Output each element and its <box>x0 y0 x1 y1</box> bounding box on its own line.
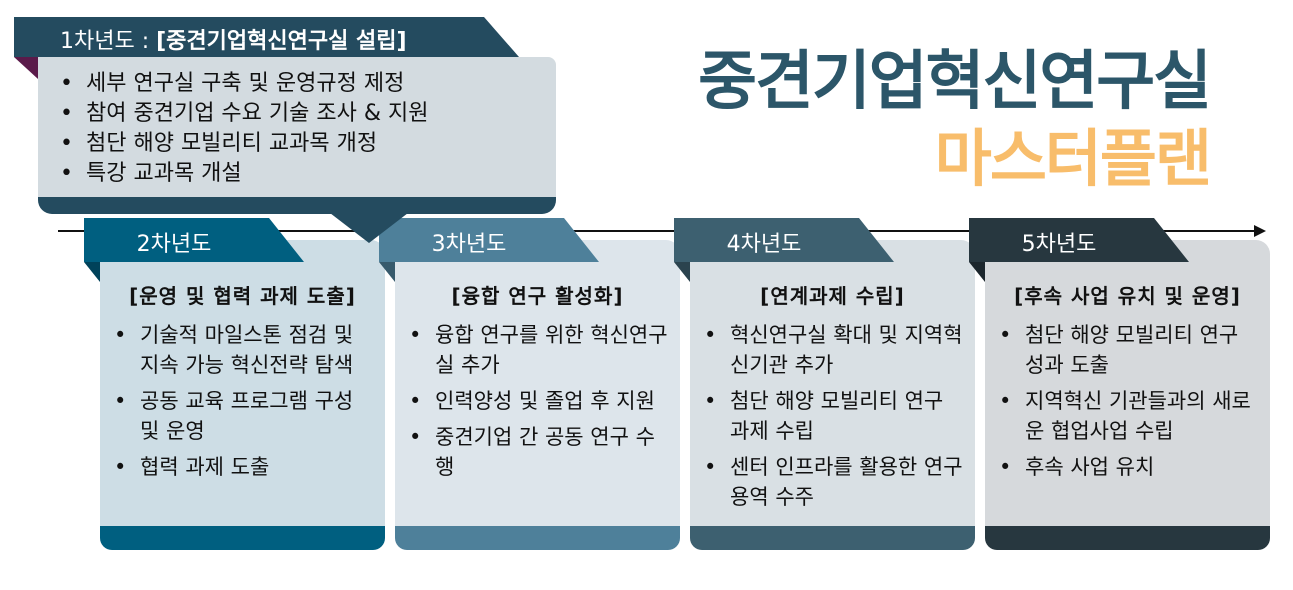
card-list: 혁신연구실 확대 및 지역혁신기관 추가첨단 해양 모빌리티 연구 과제 수립센… <box>704 320 964 518</box>
list-item: 혁신연구실 확대 및 지역혁신기관 추가 <box>704 320 964 380</box>
list-item: 융합 연구를 위한 혁신연구실 추가 <box>409 320 669 380</box>
list-item: 특강 교과목 개설 <box>60 159 556 189</box>
list-item: 지역혁신 기관들과의 새로운 협업사업 수립 <box>999 386 1259 446</box>
tab-fold <box>674 262 690 282</box>
tab-fold <box>379 262 395 282</box>
tab-fold <box>84 262 100 282</box>
card-list: 첨단 해양 모빌리티 연구 성과 도출지역혁신 기관들과의 새로운 협업사업 수… <box>999 320 1259 488</box>
year-tab: 4차년도 <box>674 218 894 262</box>
title-main: 중견기업혁신연구실 <box>698 45 1212 119</box>
card-bottom-bar <box>395 526 680 550</box>
list-item: 공동 교육 프로그램 구성 및 운영 <box>114 386 374 446</box>
year1-heading: [중견기업혁신연구실 설립] <box>156 29 407 54</box>
year1-band <box>38 197 556 214</box>
card-heading: [운영 및 협력 과제 도출] <box>129 284 356 308</box>
list-item: 첨단 해양 모빌리티 연구 과제 수립 <box>704 386 964 446</box>
card-heading: [융합 연구 활성화] <box>451 284 624 308</box>
list-item: 참여 중견기업 수요 기술 조사 & 지원 <box>60 99 556 129</box>
timeline-line <box>58 230 1258 232</box>
card-list: 융합 연구를 위한 혁신연구실 추가인력양성 및 졸업 후 지원중견기업 간 공… <box>409 320 669 488</box>
year1-header: 1차년도 : [중견기업혁신연구실 설립] <box>14 17 519 57</box>
year-card-5: 5차년도 [후속 사업 유치 및 운영] 첨단 해양 모빌리티 연구 성과 도출… <box>969 218 1270 550</box>
year1-list: 세부 연구실 구축 및 운영규정 제정 참여 중견기업 수요 기술 조사 & 지… <box>38 57 556 189</box>
year-card-3: 3차년도 [융합 연구 활성화] 융합 연구를 위한 혁신연구실 추가인력양성 … <box>379 218 680 550</box>
year1-fold <box>14 57 38 79</box>
card-bottom-bar <box>690 526 975 550</box>
list-item: 중견기업 간 공동 연구 수행 <box>409 422 669 482</box>
year-tab: 3차년도 <box>379 218 599 262</box>
list-item: 첨단 해양 모빌리티 연구 성과 도출 <box>999 320 1259 380</box>
card-list: 기술적 마일스톤 점검 및 지속 가능 혁신전략 탐색공동 교육 프로그램 구성… <box>114 320 374 488</box>
list-item: 세부 연구실 구축 및 운영규정 제정 <box>60 69 556 99</box>
list-item: 인력양성 및 졸업 후 지원 <box>409 386 669 416</box>
year-tab: 5차년도 <box>969 218 1189 262</box>
year1-label: 1차년도 : <box>60 29 157 54</box>
title-sub: 마스터플랜 <box>934 122 1212 195</box>
list-item: 후속 사업 유치 <box>999 452 1259 482</box>
list-item: 센터 인프라를 활용한 연구용역 수주 <box>704 452 964 512</box>
timeline-arrow-icon <box>1254 225 1266 237</box>
year1-card: 세부 연구실 구축 및 운영규정 제정 참여 중견기업 수요 기술 조사 & 지… <box>38 57 556 214</box>
year-card-4: 4차년도 [연계과제 수립] 혁신연구실 확대 및 지역혁신기관 추가첨단 해양… <box>674 218 975 550</box>
card-heading: [후속 사업 유치 및 운영] <box>1014 284 1241 308</box>
card-bottom-bar <box>985 526 1270 550</box>
list-item: 기술적 마일스톤 점검 및 지속 가능 혁신전략 탐색 <box>114 320 374 380</box>
card-bottom-bar <box>100 526 385 550</box>
list-item: 첨단 해양 모빌리티 교과목 개정 <box>60 129 556 159</box>
tab-fold <box>969 262 985 282</box>
list-item: 협력 과제 도출 <box>114 452 374 482</box>
card-heading: [연계과제 수립] <box>760 284 905 308</box>
year-tab: 2차년도 <box>84 218 304 262</box>
year-card-2: 2차년도 [운영 및 협력 과제 도출] 기술적 마일스톤 점검 및 지속 가능… <box>84 218 385 550</box>
